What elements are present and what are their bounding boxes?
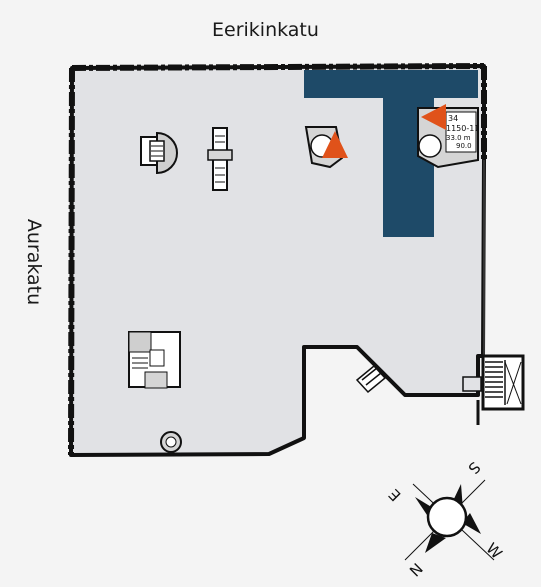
compass-north: N — [406, 560, 427, 581]
outer-wall-detail — [68, 63, 487, 456]
view-marker-left[interactable] — [322, 131, 348, 158]
spiral-stair-2 — [160, 431, 182, 453]
unit-tag-line4: 90.0 — [456, 142, 472, 150]
unit-tag-line3: 33.0 m — [446, 134, 471, 142]
compass-west: W — [482, 539, 505, 562]
entrance-stairs — [355, 364, 387, 394]
view-marker-right[interactable] — [421, 104, 446, 130]
street-label-north: Eerikinkatu — [212, 19, 319, 41]
compass-rose: N E S W — [385, 458, 506, 580]
stair-core-1 — [207, 127, 233, 191]
stair-block — [462, 354, 525, 425]
spiral-stair-1 — [140, 131, 178, 175]
compass-south: S — [464, 458, 483, 477]
compass-east: E — [385, 485, 404, 504]
unit-tag-line1: 34 — [448, 114, 458, 123]
unit-tag-line2: 1150-11 — [446, 124, 479, 133]
highlighted-unit[interactable] — [304, 70, 478, 237]
stair-core-4 — [128, 331, 181, 389]
street-label-west: Aurakatu — [23, 218, 45, 306]
